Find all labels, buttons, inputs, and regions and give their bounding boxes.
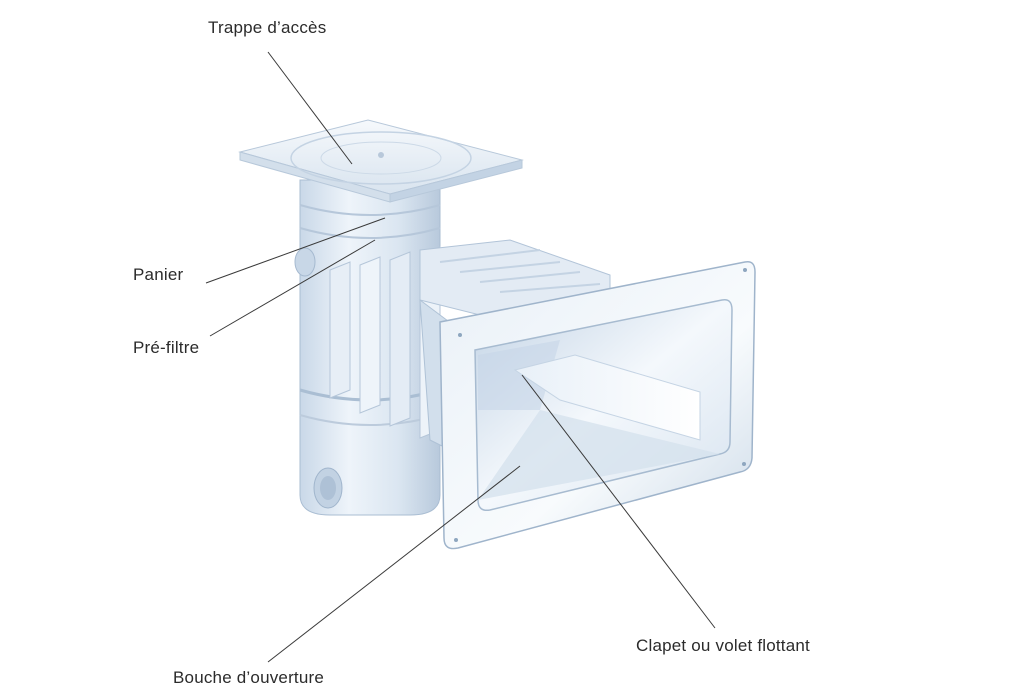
leader-line-prefiltre <box>209 239 376 337</box>
leader-line-clapet <box>521 374 716 629</box>
label-clapet: Clapet ou volet flottant <box>636 636 810 655</box>
leader-lines <box>205 51 716 663</box>
label-trappe-acces: Trappe d’accès <box>208 18 327 37</box>
mouth-frame <box>439 260 756 550</box>
label-bouche-ouverture: Bouche d’ouverture <box>173 668 325 687</box>
leader-line-panier <box>205 217 386 284</box>
access-hatch-lid <box>238 119 524 203</box>
label-pre-filtre: Pré-filtre <box>133 338 200 357</box>
label-panier: Panier <box>133 265 184 284</box>
leader-line-trappe <box>267 51 353 165</box>
leader-line-bouche <box>267 465 521 663</box>
